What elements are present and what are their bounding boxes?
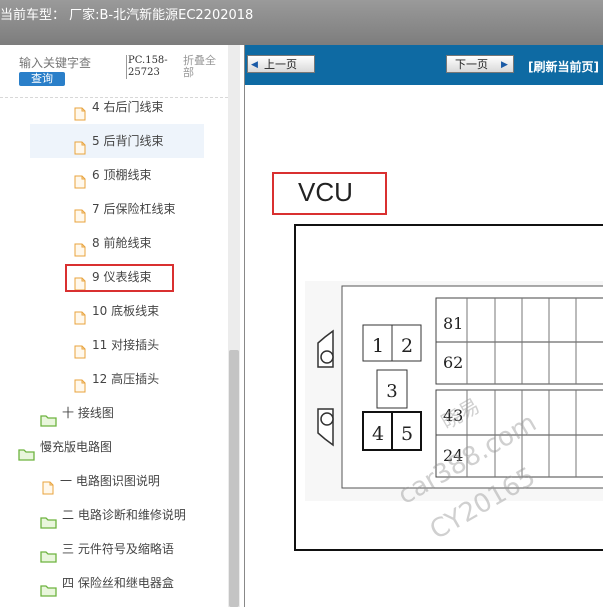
search-row: 查询 PC.158-25723 折叠全部	[0, 45, 228, 98]
grid-line	[435, 389, 603, 478]
pin-box-5	[391, 411, 422, 451]
diagram-viewer: ◀ 上一页 下一页 ▶ [刷新当前页] VCU 1 2 3 4 5 81 62 …	[244, 45, 603, 607]
highlight-box	[65, 264, 174, 292]
pin-grid-bottom	[435, 389, 603, 478]
pin-label-5: 5	[401, 423, 413, 445]
grid-line	[435, 297, 603, 385]
tree-item[interactable]: 12 高压插头	[0, 362, 228, 396]
folder-icon	[40, 542, 57, 576]
tree-item[interactable]: 4 右后门线束	[0, 90, 228, 124]
pin-label-4: 4	[372, 423, 384, 445]
next-page-button[interactable]: 下一页 ▶	[446, 55, 514, 73]
tree-item[interactable]: 7 后保险杠线束	[0, 192, 228, 226]
document-icon	[74, 202, 86, 236]
tree-item[interactable]: 9 仪表线束	[0, 260, 228, 294]
left-arrow-icon: ◀	[251, 60, 258, 70]
tree-item-label: 12 高压插头	[92, 372, 160, 386]
tree-item-label: 7 后保险杠线束	[92, 202, 176, 216]
document-icon	[74, 338, 86, 372]
collapse-all-button[interactable]: 折叠全部	[183, 54, 216, 79]
next-page-label: 下一页	[455, 58, 488, 71]
document-icon	[74, 304, 86, 338]
tree-item-label: 十 接线图	[62, 406, 114, 420]
tree-item[interactable]: 三 元件符号及缩略语	[0, 532, 228, 566]
tree-item-label: 慢充版电路图	[40, 440, 113, 454]
tree-item-label: 5 后背门线束	[92, 134, 164, 148]
pin-label-2: 2	[401, 335, 413, 357]
tree-item[interactable]: 慢充版电路图	[0, 430, 228, 464]
refresh-page-link[interactable]: [刷新当前页]	[528, 60, 599, 74]
tree-item-label: 9 仪表线束	[92, 270, 152, 284]
tree-item[interactable]: 十 接线图	[0, 396, 228, 430]
pin-grid-top	[435, 297, 603, 385]
tree-item[interactable]: 6 顶棚线束	[0, 158, 228, 192]
keyword-search-input[interactable]	[19, 55, 95, 71]
manual-code: PC.158-25723	[126, 55, 178, 79]
pin-label-1: 1	[372, 335, 384, 357]
tree-item-label: 一 电路图识图说明	[60, 474, 160, 488]
title-bar: 当前车型： 厂家:B-北汽新能源EC2202018	[0, 0, 603, 45]
pin-box-3	[376, 369, 408, 409]
tree-item-label: 4 右后门线束	[92, 100, 164, 114]
tree-item-label: 10 底板线束	[92, 304, 160, 318]
tree-item[interactable]: 8 前舱线束	[0, 226, 228, 260]
scrollbar-thumb[interactable]	[229, 350, 239, 607]
query-button[interactable]: 查询	[19, 72, 65, 86]
section-title: VCU	[298, 177, 353, 207]
prev-page-button[interactable]: ◀ 上一页	[247, 55, 315, 73]
document-icon	[74, 236, 86, 270]
latch-hole-bottom	[320, 412, 334, 426]
tree-item[interactable]: 10 底板线束	[0, 294, 228, 328]
pin-label-3: 3	[386, 381, 397, 402]
document-icon	[42, 474, 54, 508]
tree-item[interactable]: 四 保险丝和继电器盒	[0, 566, 228, 600]
right-arrow-icon: ▶	[501, 60, 508, 70]
tree-item[interactable]: 5 后背门线束	[30, 124, 204, 158]
tree-item-label: 四 保险丝和继电器盒	[62, 576, 174, 590]
pin-box-1	[362, 324, 393, 362]
latch-hole-top	[320, 350, 334, 364]
folder-icon	[40, 576, 57, 607]
document-icon	[74, 372, 86, 406]
folder-icon	[40, 508, 57, 542]
prev-page-label: 上一页	[264, 58, 297, 71]
vehicle-title: 当前车型： 厂家:B-北汽新能源EC2202018	[0, 8, 254, 23]
pin-box-4	[362, 411, 393, 451]
tree-item[interactable]: 二 电路诊断和维修说明	[0, 498, 228, 532]
connector-diagram: 1 2 3 4 5 81 62 43 24	[305, 281, 603, 501]
sidebar: 查询 PC.158-25723 折叠全部 4 右后门线束 5 后背门线束 6 顶棚线…	[0, 45, 243, 607]
folder-icon	[40, 406, 57, 440]
document-icon	[74, 270, 86, 304]
tree-item-label: 6 顶棚线束	[92, 168, 152, 182]
page-nav-bar: ◀ 上一页 下一页 ▶ [刷新当前页]	[245, 45, 603, 85]
tree-item-label: 三 元件符号及缩略语	[62, 542, 174, 556]
pin-box-2	[391, 324, 422, 362]
tree-item-label: 二 电路诊断和维修说明	[62, 508, 186, 522]
tree-item-label: 8 前舱线束	[92, 236, 152, 250]
row-label-81: 81	[443, 314, 463, 333]
document-icon	[74, 100, 86, 134]
row-label-43: 43	[443, 406, 463, 425]
document-icon	[74, 134, 86, 168]
tree-item[interactable]: 11 对接插头	[0, 328, 228, 362]
tree-item-label: 11 对接插头	[92, 338, 160, 352]
row-label-24: 24	[443, 446, 463, 465]
vcu-highlight-box	[272, 172, 387, 215]
folder-open-icon	[18, 440, 35, 474]
tree-item[interactable]: 一 电路图识图说明	[0, 464, 228, 498]
document-icon	[74, 168, 86, 202]
connector-frame	[294, 224, 603, 551]
row-label-62: 62	[443, 353, 463, 372]
